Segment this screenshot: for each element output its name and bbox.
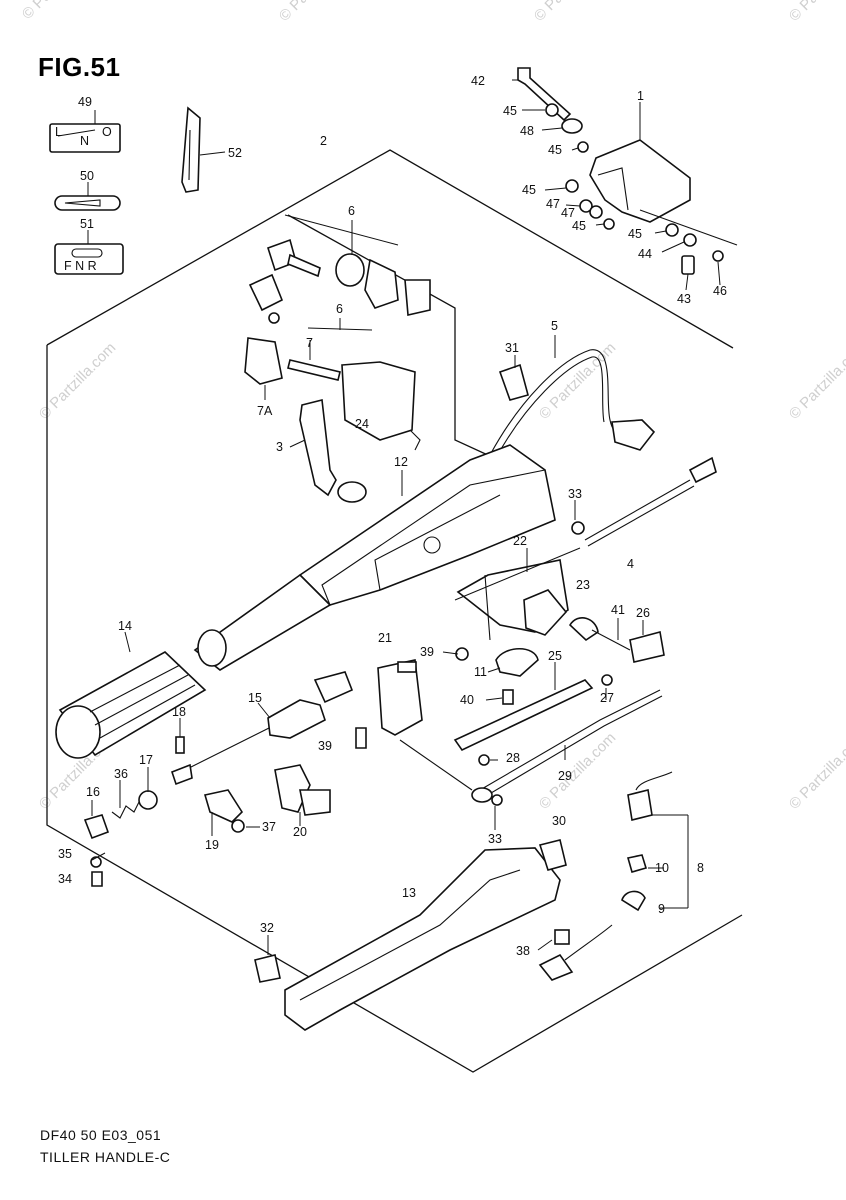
callout-46: 46 xyxy=(713,284,727,298)
callout-24: 24 xyxy=(355,417,369,431)
stop-switch-parts xyxy=(538,771,689,981)
callout-51: 51 xyxy=(80,217,94,231)
watermark: © Partzilla.com xyxy=(786,729,846,812)
arrow-decal xyxy=(54,195,121,211)
callout-7a: 7A xyxy=(257,404,273,418)
callout-21: 21 xyxy=(378,631,392,645)
throttle-shaft xyxy=(171,671,354,786)
callout-52: 52 xyxy=(228,146,242,160)
decal-letter-right: O xyxy=(102,125,112,139)
callout-7: 7 xyxy=(306,336,313,350)
callout-43: 43 xyxy=(677,292,691,306)
callout-45b: 45 xyxy=(548,143,562,157)
callout-17: 17 xyxy=(139,753,153,767)
callout-6b: 6 xyxy=(336,302,343,316)
callout-33b: 33 xyxy=(488,832,502,846)
callout-33a: 33 xyxy=(568,487,582,501)
callout-25: 25 xyxy=(548,649,562,663)
callout-8: 8 xyxy=(697,861,704,875)
callout-50: 50 xyxy=(80,169,94,183)
callout-45a: 45 xyxy=(503,104,517,118)
callout-49: 49 xyxy=(78,95,92,109)
switch-assembly xyxy=(244,214,431,451)
shift-linkage xyxy=(454,547,581,641)
callout-19: 19 xyxy=(205,838,219,852)
friction-parts xyxy=(83,790,158,887)
callout-32: 32 xyxy=(260,921,274,935)
tiller-handle-body xyxy=(193,444,556,671)
callout-37: 37 xyxy=(262,820,276,834)
decal-letter-left: L xyxy=(55,125,62,139)
callout-6a: 6 xyxy=(348,204,355,218)
callout-48: 48 xyxy=(520,124,534,138)
callout-39a: 39 xyxy=(420,645,434,659)
watermark: © Partzilla.com xyxy=(276,0,359,25)
callout-27: 27 xyxy=(600,691,614,705)
callout-35: 35 xyxy=(58,847,72,861)
callout-34: 34 xyxy=(58,872,72,886)
shift-cable xyxy=(571,456,717,547)
callout-45c: 45 xyxy=(522,183,536,197)
callout-18: 18 xyxy=(172,705,186,719)
watermark: © Partzilla.com xyxy=(786,339,846,422)
callout-4: 4 xyxy=(627,557,634,571)
callout-11: 11 xyxy=(474,665,487,679)
diagram-name: TILLER HANDLE-C xyxy=(40,1149,171,1165)
callout-1: 1 xyxy=(637,89,644,103)
callout-29: 29 xyxy=(558,769,572,783)
shift-decal-text: F N R xyxy=(64,259,97,273)
lower-bracket xyxy=(254,839,567,1031)
callout-40: 40 xyxy=(460,693,474,707)
watermark: © Partzilla.com xyxy=(786,0,846,25)
callout-31: 31 xyxy=(505,341,519,355)
neutral-decal: L N O xyxy=(49,123,121,153)
callout-23: 23 xyxy=(576,578,590,592)
watermark: © Partzilla.com xyxy=(531,0,614,25)
diagram-code: DF40 50 E03_051 xyxy=(40,1127,162,1143)
stop-lever xyxy=(299,399,367,503)
callout-2: 2 xyxy=(320,134,327,148)
lever-brackets xyxy=(203,764,331,833)
watermark: © Partzilla.com xyxy=(36,339,119,422)
callout-30: 30 xyxy=(552,814,566,828)
callout-14: 14 xyxy=(118,619,132,633)
callout-3: 3 xyxy=(276,440,283,454)
callout-38: 38 xyxy=(516,944,530,958)
callout-5: 5 xyxy=(551,319,558,333)
watermark: © Partzilla.com xyxy=(19,0,102,23)
throttle-linkage xyxy=(453,617,665,806)
callout-47b: 47 xyxy=(561,206,575,220)
callout-41: 41 xyxy=(611,603,625,617)
callout-labels: 1 2 3 4 5 6 6 7 7A 8 9 10 11 12 13 14 15… xyxy=(58,74,727,958)
callout-36: 36 xyxy=(114,767,128,781)
pivot-bracket xyxy=(517,67,738,275)
callout-12: 12 xyxy=(394,455,408,469)
callout-44: 44 xyxy=(638,247,652,261)
callout-26: 26 xyxy=(636,606,650,620)
callout-39b: 39 xyxy=(318,739,332,753)
cable-assembly xyxy=(489,349,656,459)
callout-45e: 45 xyxy=(628,227,642,241)
figure-title: FIG.51 xyxy=(38,52,121,82)
callout-22: 22 xyxy=(513,534,527,548)
callout-13: 13 xyxy=(402,886,416,900)
decal-letter-center: N xyxy=(80,134,89,148)
shift-switch xyxy=(355,659,473,791)
callout-10: 10 xyxy=(655,861,669,875)
callout-28: 28 xyxy=(506,751,520,765)
callout-16: 16 xyxy=(86,785,100,799)
watermark: © Partzilla.com xyxy=(536,339,619,422)
callout-9: 9 xyxy=(658,902,665,916)
hinge-bracket xyxy=(181,106,201,193)
throttle-grip xyxy=(55,651,207,759)
knob-parts xyxy=(455,647,539,705)
callout-20: 20 xyxy=(293,825,307,839)
shift-decal: F N R xyxy=(54,243,124,275)
callout-47a: 47 xyxy=(546,197,560,211)
callout-15: 15 xyxy=(248,691,262,705)
callout-45d: 45 xyxy=(572,219,586,233)
leader-lines xyxy=(87,79,721,955)
callout-42: 42 xyxy=(471,74,485,88)
